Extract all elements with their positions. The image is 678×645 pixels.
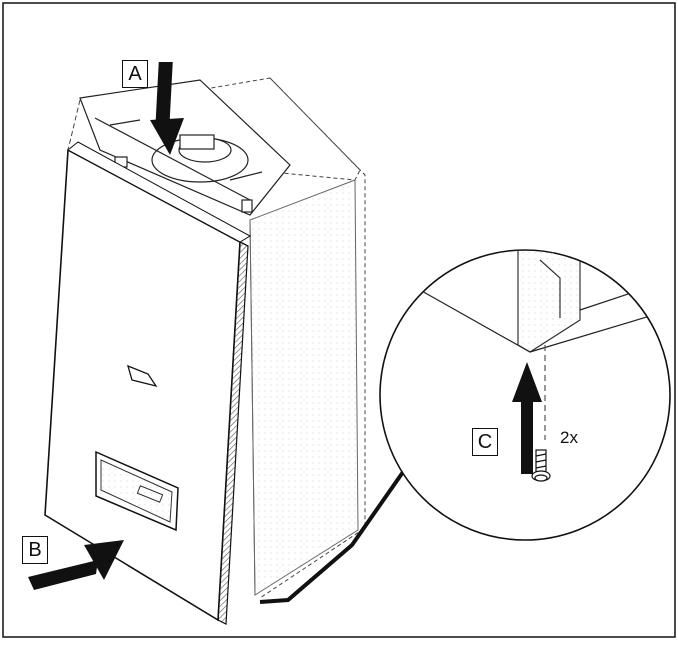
logo-tab [127, 364, 158, 388]
arrow-c [512, 362, 542, 474]
callout-label-a: A [122, 60, 148, 88]
arrow-a [150, 62, 184, 155]
detail-leader [259, 460, 412, 604]
screw-quantity: 2x [560, 428, 578, 447]
top-mechanism [79, 79, 291, 216]
front-cover [44, 99, 252, 625]
callout-label-c: C [472, 428, 498, 456]
screw-icon [531, 449, 551, 482]
detail-circle [379, 249, 671, 541]
arrow-b [28, 540, 124, 590]
callout-label-b: B [22, 536, 48, 564]
